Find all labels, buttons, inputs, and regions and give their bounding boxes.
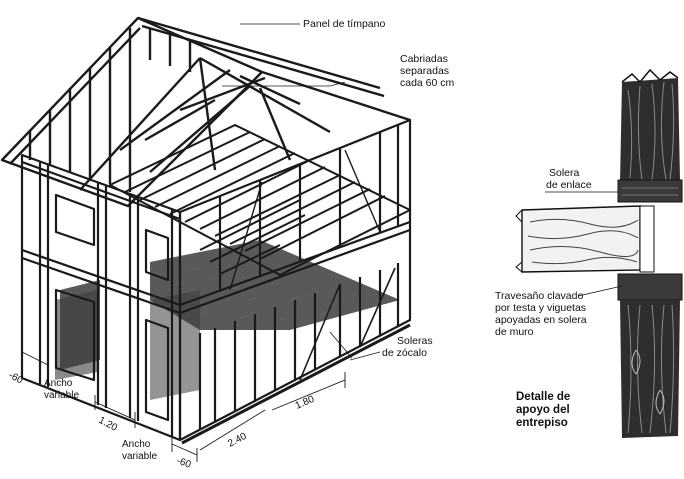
label-cabriadas-2: separadas <box>400 65 449 77</box>
detail-section <box>516 70 682 438</box>
top-plate <box>618 180 682 202</box>
floor-joist-board <box>516 206 654 272</box>
label-solera-enlace-1: Solera <box>549 167 580 179</box>
dim-ancho-variable-1a: Ancho <box>44 378 73 389</box>
label-solera-enlace-2: de enlace <box>546 179 592 191</box>
label-detalle-2: apoyo del <box>516 404 570 416</box>
dim-60-bottom: -60 <box>175 455 193 470</box>
label-cabriadas-3: cada 60 cm <box>400 77 455 89</box>
label-travesano-2: por testa y viguetas <box>495 302 586 314</box>
dim-240: 2.40 <box>226 431 249 450</box>
dim-ancho-variable-2b: variable <box>122 451 157 462</box>
bottom-plate <box>618 274 682 300</box>
dim-120: 1.20 <box>97 415 120 434</box>
label-travesano-1: Travesaño clavado <box>495 290 583 302</box>
dim-ancho-variable-1b: variable <box>44 390 79 401</box>
label-detalle-3: entrepiso <box>516 417 568 429</box>
label-soleras-1: Soleras <box>397 335 433 347</box>
label-travesano-4: de muro <box>495 326 534 338</box>
label-soleras-2: de zócalo <box>382 347 427 359</box>
timber-post-lower <box>620 300 680 438</box>
label-cabriadas-1: Cabriadas <box>400 53 448 65</box>
timber-post-upper <box>620 70 680 182</box>
label-panel-timpano: Panel de tímpano <box>303 18 385 30</box>
dim-ancho-variable-2a: Ancho <box>122 439 151 450</box>
dim-180: 1.80 <box>294 394 317 412</box>
label-detalle-1: Detalle de <box>516 391 570 403</box>
label-travesano-3: apoyadas en solera <box>495 314 587 326</box>
